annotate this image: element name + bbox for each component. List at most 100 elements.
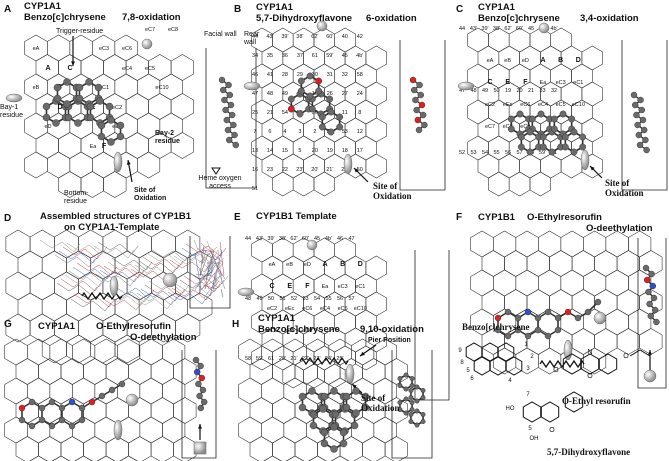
panel-c-site-label: Site of Oxidation <box>605 178 645 198</box>
panel-e-title: CYP1B1 Template <box>256 212 337 222</box>
atom <box>29 423 35 429</box>
position-number: 41 <box>267 72 273 78</box>
panel-g-substrate: O-Ethylresorufin <box>96 322 171 332</box>
hex-cell <box>151 230 175 258</box>
atom <box>49 423 55 429</box>
hex-cell <box>262 256 283 280</box>
trigger-residue-label: Trigger-residue <box>56 28 103 36</box>
atom <box>420 112 426 118</box>
ring-label-eC10: eC10 <box>354 306 367 312</box>
atom <box>409 419 413 423</box>
hex-cell <box>39 437 62 461</box>
hex-cell <box>527 251 550 277</box>
hex-cell <box>18 293 42 321</box>
atom <box>233 142 239 148</box>
ring-label-Ea: Ea <box>322 284 330 290</box>
ring-label-Ea: Ea <box>90 144 98 150</box>
panel-f-side-ligand <box>643 265 659 325</box>
atom <box>529 116 535 122</box>
hex-cell <box>27 417 50 443</box>
hex-cell <box>272 28 293 52</box>
position-number: 59' <box>326 53 333 59</box>
atom <box>63 100 70 107</box>
atom <box>106 103 113 110</box>
panel-c-title: CYP1A1 <box>478 3 515 13</box>
hex-cell <box>606 270 629 296</box>
ligand-trace <box>151 249 191 261</box>
atom <box>85 78 92 85</box>
position-number: 16 <box>252 167 258 173</box>
panel-b-reaction: 6-oxidation <box>366 14 417 24</box>
hex-cell <box>293 172 314 196</box>
hex-cell <box>6 230 30 258</box>
atom <box>571 149 577 155</box>
atom <box>343 404 350 411</box>
atom <box>54 84 61 91</box>
atom <box>89 399 95 405</box>
atom <box>226 82 232 88</box>
ring-oxygen-atom: O <box>587 373 593 380</box>
atom <box>404 397 408 401</box>
atom <box>119 381 125 387</box>
atom <box>585 309 591 315</box>
atom <box>98 133 105 140</box>
hex-cell <box>272 172 293 196</box>
legend-dhf-name: 5,7-Dihydroxyflavone <box>547 447 630 457</box>
hex-cell <box>162 378 185 404</box>
atom <box>551 116 557 122</box>
position-number: 20 <box>312 148 318 154</box>
position-number: 44 <box>459 26 465 32</box>
hex-cell <box>106 398 129 424</box>
ring-label-eC10: eC10 <box>572 102 585 108</box>
ring-label-B: B <box>558 57 563 64</box>
hex-cell <box>478 118 499 142</box>
atom <box>545 333 551 339</box>
panel-c-letter: C <box>456 5 463 15</box>
position-number: 25 <box>252 110 258 116</box>
position-number: 3 <box>298 129 301 135</box>
atom <box>39 417 45 423</box>
side-wall <box>190 236 230 308</box>
position-number: 60' <box>516 26 523 32</box>
panel-g-title: CYP1A1 <box>38 322 75 332</box>
panel-g-side-ligand <box>193 357 207 411</box>
hydroxyl-label: HO <box>506 406 515 412</box>
atom <box>315 78 321 84</box>
atom <box>410 407 414 411</box>
ring-label-eC5: eC5 <box>556 102 566 108</box>
hex-cell <box>129 359 152 385</box>
atom <box>321 429 328 436</box>
position-number: 18 <box>342 148 348 154</box>
ring-label-eB: eB <box>286 262 293 268</box>
ring-label-eD: eD <box>522 58 529 64</box>
ring-label-E: E <box>505 79 510 86</box>
atom <box>19 417 25 423</box>
ring-label-eC3: eC3 <box>99 46 109 52</box>
panel-g-reaction: O-deethylation <box>130 333 197 343</box>
position-number: 62' <box>504 26 511 32</box>
atom <box>65 114 72 121</box>
arrow-head <box>648 350 652 355</box>
hex-cell <box>47 35 70 61</box>
atom <box>551 126 557 132</box>
atom <box>107 116 114 123</box>
trigger-sphere <box>307 240 317 250</box>
hex-cell <box>273 437 296 461</box>
atom <box>652 307 658 313</box>
atom <box>645 289 651 295</box>
atom <box>319 405 326 412</box>
atom <box>52 119 59 126</box>
hex-cell <box>115 74 138 100</box>
atom <box>225 127 231 133</box>
atom <box>643 265 649 271</box>
atom <box>79 405 85 411</box>
atom <box>227 92 233 98</box>
hex-cell <box>239 417 262 443</box>
position-number: 11 <box>342 110 348 116</box>
hex-cell <box>126 94 149 120</box>
atom <box>415 399 419 403</box>
hex-cell <box>151 437 174 461</box>
ring-label-eC2: eC2 <box>267 306 277 312</box>
atom <box>63 78 70 85</box>
ring-label-eC1: eC1 <box>355 284 365 290</box>
